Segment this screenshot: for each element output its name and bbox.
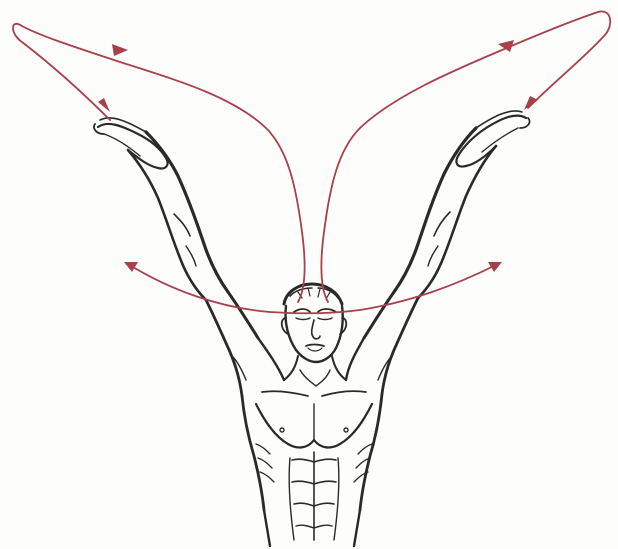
arrow-left-top-icon xyxy=(112,44,128,56)
right-arm xyxy=(360,111,530,510)
arrow-right-return-icon xyxy=(524,96,538,110)
lower-sweep xyxy=(128,264,498,313)
right-arm-loop xyxy=(321,11,610,302)
motion-paths xyxy=(13,11,610,313)
arrow-sweep-left-icon xyxy=(124,262,138,272)
left-arm-loop xyxy=(13,24,305,302)
swimmer-figure xyxy=(94,111,530,546)
head xyxy=(282,284,347,362)
left-arm xyxy=(94,118,264,510)
torso xyxy=(256,391,372,546)
